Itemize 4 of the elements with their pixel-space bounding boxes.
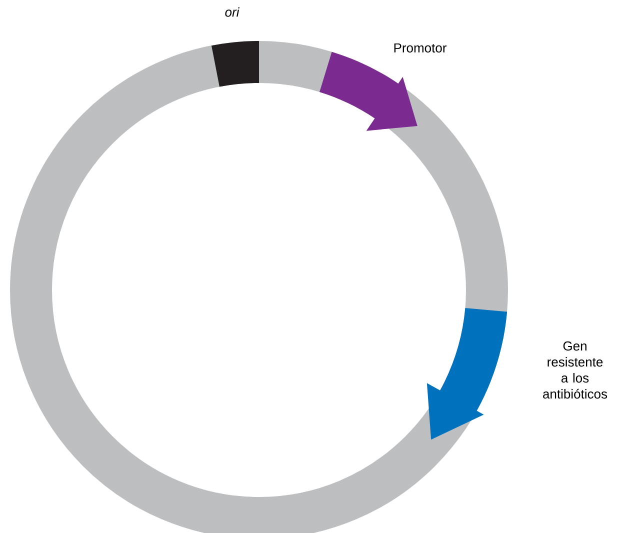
segment-label: Gen resistente a los antibióticos (543, 341, 608, 399)
segment-label: Promotor (394, 43, 446, 53)
ring-drawing (10, 41, 508, 533)
segment-label: ori (225, 7, 240, 17)
